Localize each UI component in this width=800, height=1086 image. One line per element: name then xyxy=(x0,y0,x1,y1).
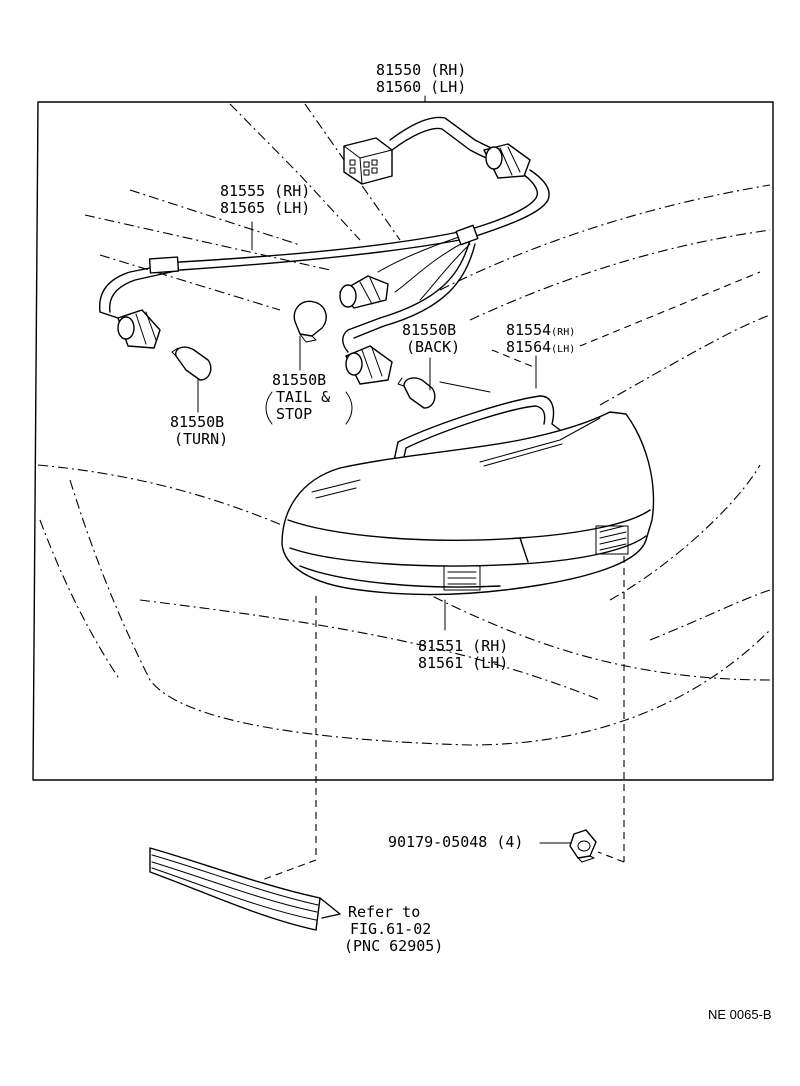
label-bulb-back-name: (BACK) xyxy=(406,338,461,356)
assembly-guide-lines xyxy=(261,556,625,881)
bracket-left xyxy=(265,391,273,425)
label-bulb-back-number: 81550B xyxy=(402,321,457,339)
harness-connector xyxy=(343,137,393,185)
socket-turn xyxy=(117,309,161,349)
label-lens-rh: 81551 (RH) xyxy=(418,637,509,655)
wire-harness xyxy=(98,116,550,353)
label-bulb-turn-name: (TURN) xyxy=(174,430,229,448)
label-refer-line3: (PNC 62905) xyxy=(344,937,444,955)
label-harness-rh: 81550 (RH) xyxy=(376,61,467,79)
label-nut: 90179-05048 (4) xyxy=(388,833,524,851)
nut-90179-05048 xyxy=(569,829,597,863)
vehicle-body-outline xyxy=(37,103,771,746)
label-bulb-tail-line1: TAIL & xyxy=(276,388,331,406)
label-lens-lh: 81561 (LH) xyxy=(418,654,509,672)
label-harness-lh: 81560 (LH) xyxy=(376,78,467,96)
socket-upper-right xyxy=(483,143,531,179)
label-refer-line1: Refer to xyxy=(348,903,421,921)
label-bulb-tail-line2: STOP xyxy=(276,405,313,423)
bulb-back xyxy=(397,377,436,409)
garnish-panel xyxy=(149,847,341,931)
socket-back xyxy=(345,345,393,385)
figure-code: NE 0065-B xyxy=(708,1007,772,1022)
bracket-right xyxy=(345,391,353,425)
label-socket-rh: 81554(RH) xyxy=(506,321,576,339)
label-bulb-turn-number: 81550B xyxy=(170,413,225,431)
diagram-frame xyxy=(32,101,774,781)
bulb-tail-stop xyxy=(293,300,327,343)
label-wire-rh: 81555 (RH) xyxy=(220,182,311,200)
bulb-turn xyxy=(171,346,212,381)
label-refer-line2: FIG.61-02 xyxy=(350,920,432,938)
label-bulb-tail-number: 81550B xyxy=(272,371,327,389)
lamp-gasket xyxy=(391,395,561,471)
lamp-lens-housing xyxy=(281,411,655,596)
leader-lines xyxy=(197,95,761,844)
label-socket-lh: 81564(LH) xyxy=(506,338,576,356)
socket-tail-stop xyxy=(339,275,389,309)
label-wire-lh: 81565 (LH) xyxy=(220,199,311,217)
